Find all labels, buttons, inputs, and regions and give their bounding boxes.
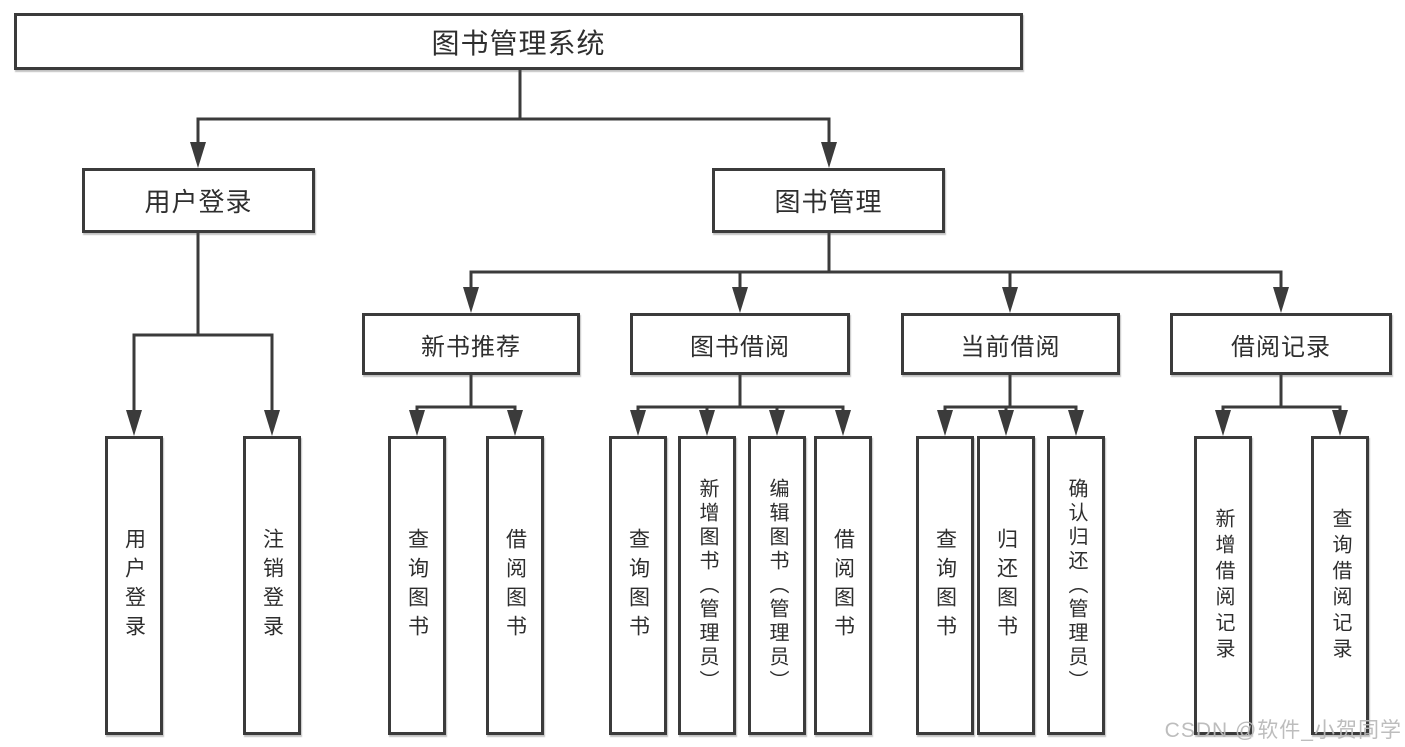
leaf-add-borrow-record: 新增借阅记录	[1194, 436, 1252, 735]
leaf-query-books-recommend: 查询图书	[388, 436, 446, 735]
leaf-add-books-admin-label: 新增图书（管理员）	[696, 477, 718, 694]
node-borrowing-records: 借阅记录	[1170, 313, 1392, 375]
node-user-login-label: 用户登录	[144, 187, 253, 217]
leaf-user-login-label: 用户登录	[122, 527, 146, 644]
leaf-query-books-borrowing: 查询图书	[609, 436, 667, 735]
leaf-query-books-current-label: 查询图书	[933, 527, 957, 644]
node-root-system: 图书管理系统	[14, 13, 1023, 70]
node-borrowing-records-label: 借阅记录	[1231, 333, 1331, 361]
leaf-confirm-return-admin-label: 确认归还（管理员）	[1065, 477, 1087, 694]
leaf-query-books-borrowing-label: 查询图书	[626, 527, 650, 644]
leaf-return-books: 归还图书	[977, 436, 1035, 735]
leaf-user-login: 用户登录	[105, 436, 163, 735]
leaf-borrow-books-label: 借阅图书	[831, 527, 855, 644]
leaf-borrow-books: 借阅图书	[814, 436, 872, 735]
leaf-query-borrow-record-label: 查询借阅记录	[1329, 507, 1351, 664]
leaf-edit-books-admin-label: 编辑图书（管理员）	[766, 477, 788, 694]
node-book-management-module: 图书管理	[712, 168, 945, 233]
csdn-watermark: CSDN @软件_小贺同学	[1164, 719, 1402, 742]
leaf-query-borrow-record: 查询借阅记录	[1311, 436, 1369, 735]
leaf-borrow-books-recommend-label: 借阅图书	[503, 527, 527, 644]
node-book-borrowing-label: 图书借阅	[690, 333, 790, 361]
node-user-login-module: 用户登录	[82, 168, 315, 233]
node-book-borrowing: 图书借阅	[630, 313, 850, 375]
node-book-management-label: 图书管理	[774, 187, 883, 217]
leaf-logout-label: 注销登录	[260, 527, 284, 644]
leaf-logout: 注销登录	[243, 436, 301, 735]
leaf-query-books-current: 查询图书	[916, 436, 974, 735]
node-new-book-recommendation-label: 新书推荐	[421, 333, 521, 361]
node-current-borrowing: 当前借阅	[901, 313, 1120, 375]
leaf-return-books-label: 归还图书	[994, 527, 1018, 644]
leaf-confirm-return-admin: 确认归还（管理员）	[1047, 436, 1105, 735]
leaf-borrow-books-recommend: 借阅图书	[486, 436, 544, 735]
node-current-borrowing-label: 当前借阅	[960, 333, 1061, 361]
leaf-edit-books-admin: 编辑图书（管理员）	[748, 436, 806, 735]
node-root-label: 图书管理系统	[431, 27, 606, 59]
leaf-add-borrow-record-label: 新增借阅记录	[1212, 507, 1234, 664]
leaf-add-books-admin: 新增图书（管理员）	[678, 436, 736, 735]
node-new-book-recommendation: 新书推荐	[362, 313, 580, 375]
leaf-query-books-recommend-label: 查询图书	[405, 527, 429, 644]
